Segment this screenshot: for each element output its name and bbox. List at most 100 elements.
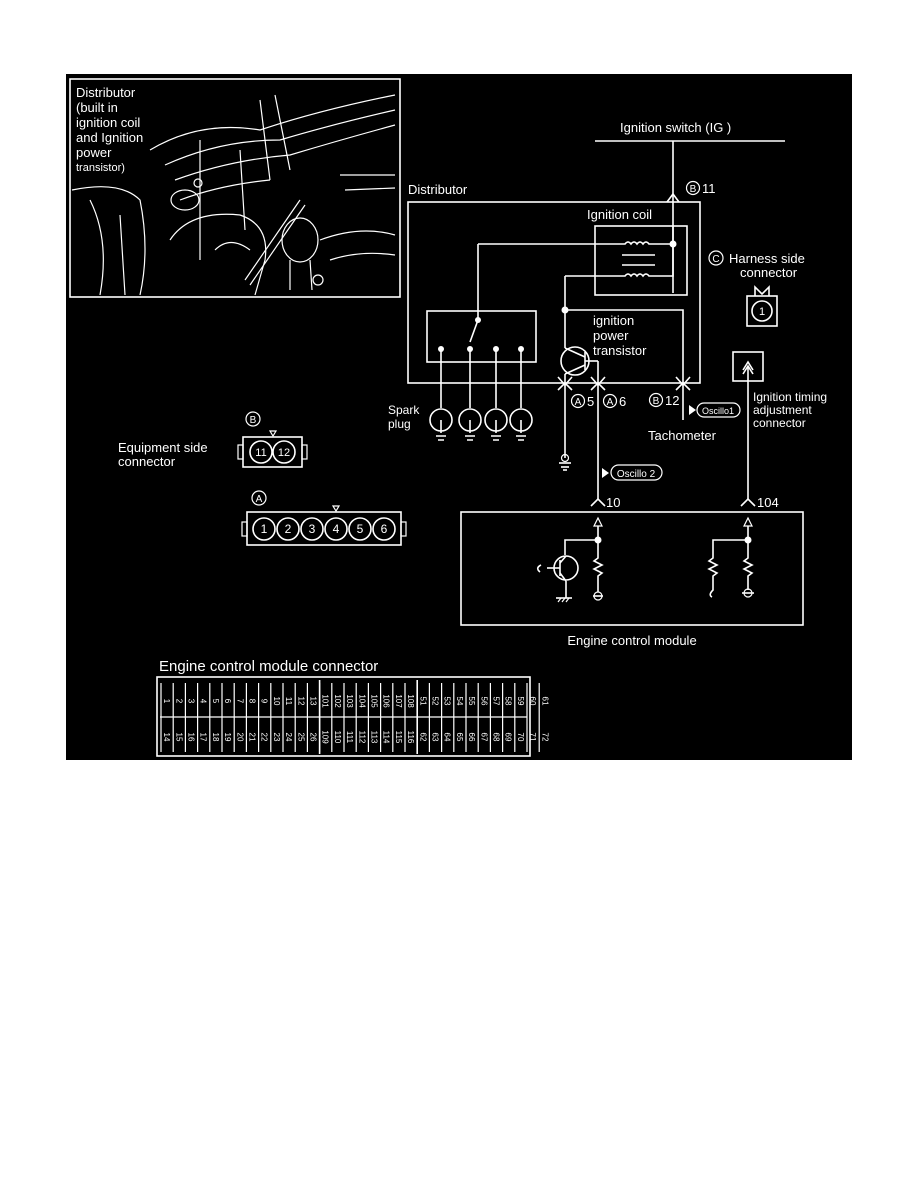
ecm-pin-number: 65 (455, 733, 464, 742)
spark-plug-label: Spark plug (388, 403, 423, 431)
connector-b: B 11 12 (237, 411, 308, 468)
ecm-pin-number: 4 (199, 699, 208, 704)
svg-text:B: B (690, 184, 697, 195)
ecm-pin-number: 102 (333, 694, 342, 708)
harness-side-connector: C Harness side connector 1 (708, 250, 809, 327)
ignition-power-transistor: ignition power transistor (560, 276, 684, 500)
spark-plug-4 (509, 408, 533, 441)
ecm-pin-number: 111 (345, 731, 354, 744)
svg-text:6: 6 (619, 394, 626, 409)
svg-text:1: 1 (261, 522, 268, 536)
ecm-pin-number: 68 (492, 733, 501, 742)
ecm-pin-number: 13 (309, 697, 318, 706)
ecm-pin-number: 116 (406, 731, 415, 744)
distributor-photo-inset: Distributor (built in ignition coil and … (69, 78, 401, 298)
terminal-a6: A 6 (602, 393, 626, 409)
ignition-timing-label: Ignition timing adjustment connector (753, 390, 830, 430)
svg-text:4: 4 (333, 522, 340, 536)
engine-control-module: Engine control module (460, 511, 804, 648)
ecm-pin-number: 110 (333, 731, 342, 744)
ecm-pin-number: 24 (284, 733, 293, 742)
a6-terminal-icon (590, 376, 606, 391)
ecm-pin-number: 104 (357, 694, 366, 708)
equipment-side-connector-label: Equipment side connector (118, 440, 211, 469)
svg-text:5: 5 (357, 522, 364, 536)
ecm-pin-number: 56 (479, 697, 488, 706)
ecm-pin-number: 26 (309, 733, 318, 742)
rotor-switch (469, 319, 479, 343)
ecm-pin-number: 51 (418, 697, 427, 706)
pin-3 (300, 517, 324, 541)
ecm-pin-number: 23 (272, 733, 281, 742)
svg-text:5: 5 (587, 394, 594, 409)
oscilloscope-tag-1: Oscillo1 (689, 402, 741, 418)
ground-icon (560, 453, 570, 463)
ecm-pin-number: 25 (296, 733, 305, 742)
ecm-connector-title: Engine control module connector (159, 658, 378, 675)
engine-bay-illustration (71, 94, 396, 296)
ignition-timing-adjustment-connector: Ignition timing adjustment connector (732, 351, 830, 500)
b-connector-letter-icon (245, 411, 261, 427)
ecm-pin-number: 20 (235, 733, 244, 742)
ecm-pin-number: 66 (467, 733, 476, 742)
ecm-pin-number: 9 (260, 699, 269, 704)
ecm-connector-pins: 1142153164175186197208219221023112412251… (160, 680, 549, 754)
ignition-switch-label: Ignition switch (IG ) (620, 120, 731, 135)
terminal-a5: A 5 (570, 393, 594, 409)
svg-text:12: 12 (665, 393, 679, 408)
ecm-pin-number: 107 (394, 694, 403, 708)
tachometer: Tachometer Oscillo1 (648, 402, 741, 443)
ecm-pin-number: 7 (235, 699, 244, 704)
terminal-b12: B 12 (648, 392, 679, 408)
ecm-pin-number: 1 (162, 699, 171, 704)
ignition-circuit-diagram: Distributor (built in ignition coil and … (69, 78, 830, 757)
ecm-pin-number: 57 (492, 697, 501, 706)
distributor-rotor-block (426, 244, 537, 408)
terminal-b11: B 11 (685, 180, 716, 196)
ecm-pin-number: 108 (406, 694, 415, 708)
ecm-pin-number: 54 (455, 697, 464, 706)
harness-side-connector-label: Harness side connector (729, 251, 809, 280)
pin-1 (751, 300, 773, 322)
spark-plug-3 (484, 408, 508, 441)
distributor-box (407, 201, 701, 384)
spark-plug-2 (458, 408, 482, 441)
probe-arrow-icon (689, 405, 696, 415)
ecm-pin-number: 15 (174, 733, 183, 742)
ecm-terminal-104-icon (740, 497, 756, 507)
ecm-pin-number: 71 (528, 733, 537, 742)
ecm-pin-number: 60 (528, 697, 537, 706)
ecm-pin-number: 69 (504, 733, 513, 742)
ecm-pin-number: 63 (431, 733, 440, 742)
ecm-pin-number: 3 (187, 699, 196, 704)
svg-text:11: 11 (255, 447, 266, 459)
photo-border (69, 78, 401, 298)
ecm-pin-number: 22 (260, 733, 269, 742)
ecm-pin-number: 106 (382, 694, 391, 708)
ecm-pin-number: 113 (370, 731, 379, 744)
ecm-pin-number: 62 (418, 733, 427, 742)
ecm-pin-number: 10 (272, 697, 281, 706)
ecm-pin-number: 14 (162, 733, 171, 742)
ecm-pin-number: 12 (296, 697, 305, 706)
b11-terminal-icon (666, 192, 680, 203)
ecm-pin-number: 70 (516, 733, 525, 742)
ecm-pin-number: 18 (211, 733, 220, 742)
ecm-terminal-10-icon (590, 497, 606, 507)
ecm-pin-number: 105 (370, 694, 379, 708)
svg-text:3: 3 (309, 522, 316, 536)
pin-2 (276, 517, 300, 541)
oscilloscope-tag-2: Oscillo 2 (602, 464, 663, 481)
resistor-icon (742, 540, 754, 590)
ecm-pin-number: 101 (321, 694, 330, 708)
ecm-pin-number: 2 (174, 699, 183, 704)
ignition-coil-label: Ignition coil (587, 207, 652, 222)
tachometer-label: Tachometer (648, 428, 717, 443)
resistor-icon (707, 539, 748, 598)
primary-winding (478, 241, 673, 246)
svg-text:2: 2 (285, 522, 292, 536)
ignition-coil: Ignition coil (478, 207, 688, 296)
ecm-pin-number: 72 (540, 733, 549, 742)
ecm-pin-number: 19 (223, 733, 232, 742)
ecm-terminal-104-label: 104 (757, 495, 779, 510)
